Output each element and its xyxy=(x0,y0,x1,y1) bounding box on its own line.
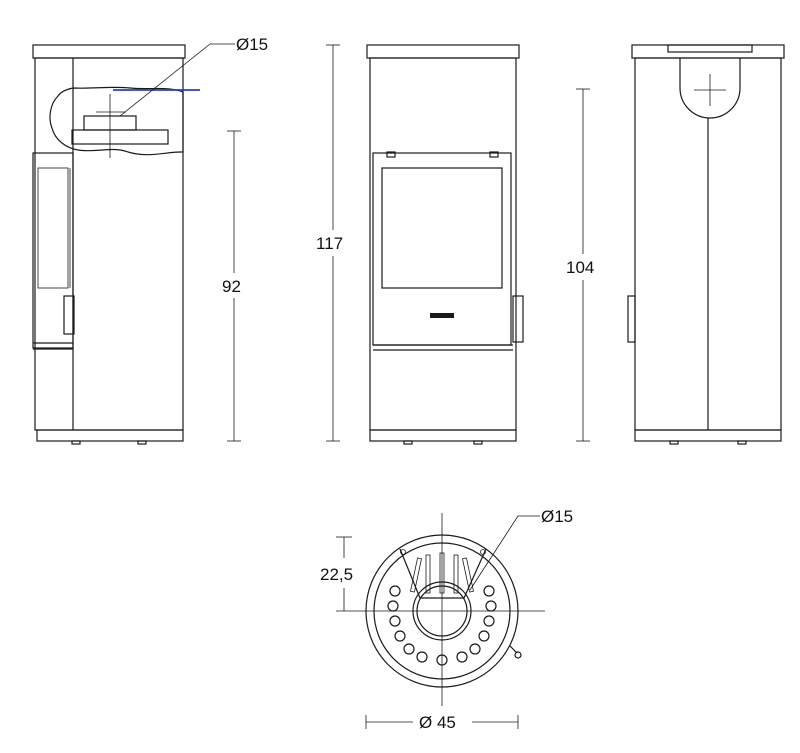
front-door-hinge xyxy=(489,151,499,158)
top-diameter-label: Ø 45 xyxy=(419,713,456,732)
front-door-hinge xyxy=(386,151,396,158)
side-flue-leader xyxy=(119,43,235,117)
side-foot xyxy=(137,440,147,445)
side-cutaway-outline xyxy=(49,86,184,156)
side-top-cap xyxy=(32,44,186,59)
top-grate-pin xyxy=(480,549,486,555)
top-flue-label: Ø15 xyxy=(541,507,573,526)
top-grate-pin xyxy=(400,549,406,555)
back-base xyxy=(634,429,782,442)
back-height-label: 104 xyxy=(566,258,594,277)
top-lever-knob xyxy=(514,651,522,659)
side-view-left: Ø15 92 xyxy=(32,35,268,445)
back-handle xyxy=(627,295,636,343)
top-lever-arm xyxy=(509,645,518,654)
back-foot xyxy=(737,440,747,445)
side-glass xyxy=(37,167,69,289)
front-foot xyxy=(403,440,413,445)
back-flue-opening xyxy=(667,44,753,53)
front-top-cap xyxy=(366,44,520,59)
side-body xyxy=(34,57,184,431)
side-glass-frame xyxy=(32,152,74,349)
back-flue-cover xyxy=(679,58,741,119)
top-offset-label: 22,5 xyxy=(320,565,353,584)
front-base xyxy=(369,429,517,442)
back-foot xyxy=(669,440,679,445)
front-handle xyxy=(512,295,524,343)
side-foot xyxy=(71,440,81,445)
back-view: 104 xyxy=(566,44,785,445)
side-flue-plate xyxy=(71,129,169,145)
side-handle xyxy=(63,295,75,335)
front-air-control xyxy=(430,313,454,318)
front-door-glass xyxy=(381,167,503,289)
side-flue-label: Ø15 xyxy=(236,35,268,54)
front-body xyxy=(369,57,517,431)
side-base xyxy=(36,429,184,442)
top-view: Ø15 22,5 Ø 45 xyxy=(320,507,573,732)
front-foot xyxy=(473,440,483,445)
front-height-label: 117 xyxy=(316,234,343,253)
side-height-label: 92 xyxy=(222,277,241,296)
top-flue-leader xyxy=(469,515,540,591)
front-view: 117 xyxy=(316,44,524,445)
